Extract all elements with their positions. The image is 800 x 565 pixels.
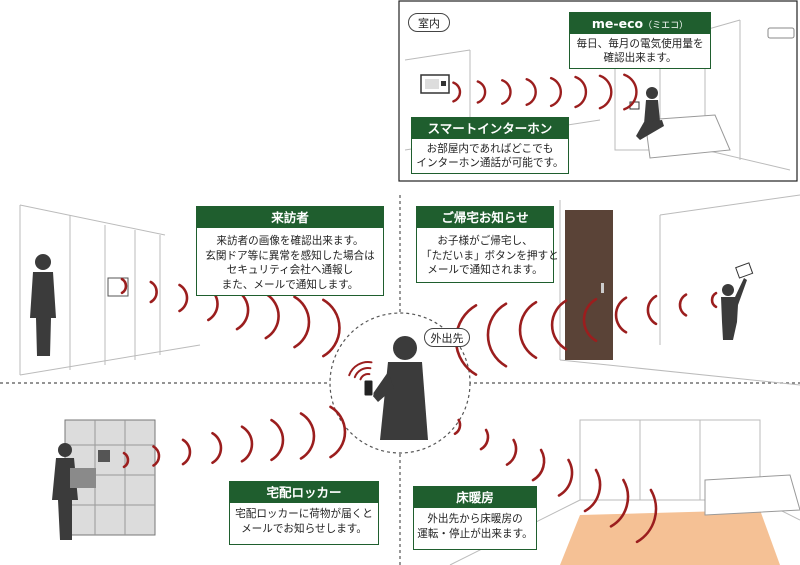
floor-heat-area	[560, 510, 780, 565]
intercom-panel-icon	[420, 74, 450, 94]
quadrant-dividers	[0, 195, 800, 565]
signal-wave-icon	[152, 445, 161, 467]
signal-wave-icon	[348, 360, 373, 377]
signal-wave-icon	[359, 373, 371, 381]
signal-wave-icon	[678, 293, 688, 317]
signal-wave-icon	[299, 412, 316, 460]
signal-wave-icon	[505, 438, 518, 466]
locker-illustration	[52, 419, 156, 540]
signal-wave-icon	[353, 366, 372, 379]
courier-figure	[52, 443, 96, 540]
homecoming-line-2: 「ただいま」ボタンを押すと	[421, 249, 559, 262]
homecoming-title: ご帰宅お知らせ	[417, 207, 553, 228]
meeco-line-2: 確認出来ます。	[603, 52, 677, 64]
visitor-line-4: また、メールで通知します。	[221, 278, 359, 291]
signal-wave-icon	[149, 280, 158, 304]
meeco-line-1: 毎日、毎月の電気使用量を	[576, 38, 704, 50]
signal-wave-icon	[518, 301, 538, 359]
signal-wave-icon	[264, 292, 280, 340]
intercom-line-2: インターホン通話が可能です。	[416, 157, 564, 169]
signal-wave-icon	[710, 291, 718, 309]
homecoming-illustration	[559, 194, 800, 386]
locker-line-1: 宅配ロッカーに荷物が届くと	[235, 508, 373, 520]
intercom-title: スマートインターホン	[412, 118, 568, 139]
signal-wave-icon	[550, 299, 568, 351]
locker-title: 宅配ロッカー	[230, 482, 378, 503]
signal-wave-icon	[452, 81, 462, 103]
locker-line-2: メールでお知らせします。	[241, 522, 367, 535]
heating-line-1: 外出先から床暖房の	[427, 513, 523, 525]
homecoming-line-3: メールで通知されます。	[427, 264, 543, 276]
intercom-box: スマートインターホン お部屋内であればどこでも インターホン通話が可能です。	[411, 117, 569, 174]
intercom-line-1: お部屋内であればどこでも	[426, 143, 554, 155]
signal-wave-icon	[614, 296, 628, 334]
signal-wave-icon	[120, 277, 128, 295]
signal-wave-icon	[609, 478, 630, 528]
phone-user	[329, 312, 471, 454]
signal-wave-icon	[178, 283, 189, 313]
child-figure	[721, 278, 747, 340]
signal-wave-icon	[322, 298, 341, 358]
heating-title: 床暖房	[414, 487, 536, 508]
visitor-line-2: 玄関ドア等に異常を感知した場合は	[205, 249, 375, 262]
signal-wave-icon	[583, 468, 602, 513]
signal-wave-icon	[453, 418, 462, 435]
signal-wave-icon	[270, 418, 285, 462]
indoor-tag: 室内	[408, 13, 450, 32]
signal-wave-icon	[646, 294, 658, 326]
signal-wave-icon	[598, 74, 613, 110]
meeco-box: me-eco（ミエコ） 毎日、毎月の電気使用量を 確認出来ます。	[569, 12, 711, 69]
signal-wave-icon	[501, 79, 512, 105]
signal-wave-icon	[240, 425, 254, 463]
signal-waves	[120, 73, 718, 544]
locker-box: 宅配ロッカー 宅配ロッカーに荷物が届くと メールでお知らせします。	[229, 481, 379, 545]
signal-wave-icon	[479, 428, 490, 451]
signal-wave-icon	[525, 78, 537, 106]
signal-wave-icon	[557, 458, 574, 497]
signal-wave-icon	[582, 297, 598, 343]
outside-tag: 外出先	[424, 328, 470, 347]
visitor-box: 来訪者 来訪者の画像を確認出来ます。 玄関ドア等に異常を感知した場合は セキュリ…	[196, 206, 384, 296]
visitor-figure	[30, 254, 56, 356]
entrance-illustration	[19, 204, 201, 376]
heating-line-2: 運転・停止が出来ます。	[417, 527, 533, 540]
signal-wave-icon	[329, 405, 347, 459]
signal-wave-icon	[181, 438, 192, 466]
homecoming-box: ご帰宅お知らせ お子様がご帰宅し、 「ただいま」ボタンを押すと メールで通知され…	[416, 206, 559, 283]
signal-wave-icon	[635, 488, 658, 544]
heating-box: 床暖房 外出先から床暖房の 運転・停止が出来ます。	[413, 486, 537, 550]
tablet-icon	[735, 262, 754, 279]
signal-wave-icon	[531, 448, 546, 482]
visitor-title: 来訪者	[197, 207, 383, 228]
meeco-title: me-eco（ミエコ）	[570, 13, 710, 34]
signal-wave-icon	[623, 73, 638, 111]
smartphone-person-icon	[372, 336, 428, 440]
signal-wave-icon	[122, 451, 130, 469]
signal-wave-icon	[211, 432, 223, 464]
homecoming-line-1: お子様がご帰宅し、	[437, 235, 533, 247]
visitor-line-1: 来訪者の画像を確認出来ます。	[216, 235, 364, 247]
signal-wave-icon	[476, 80, 487, 104]
signal-wave-icon	[574, 75, 588, 109]
signal-wave-icon	[486, 302, 508, 368]
signal-wave-icon	[549, 76, 563, 108]
signal-wave-icon	[293, 295, 311, 349]
visitor-line-3: セキュリティ会社へ通報し	[226, 264, 354, 276]
